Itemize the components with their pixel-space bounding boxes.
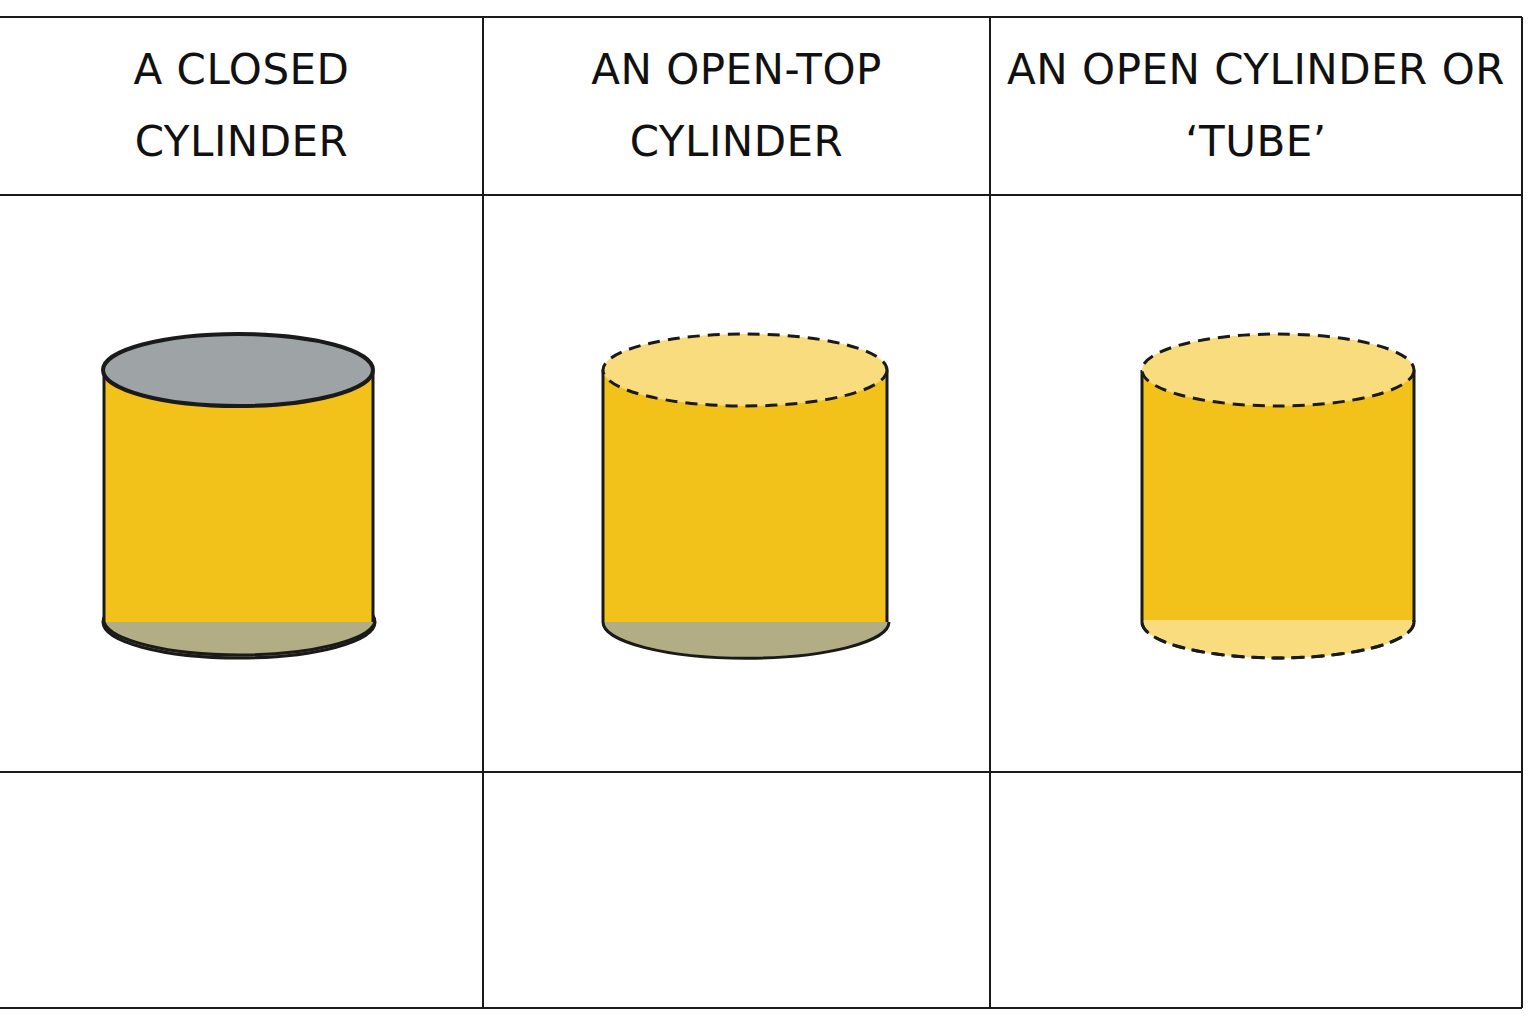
header-cell: AN OPEN-TOP CYLINDER — [483, 18, 990, 194]
column-heading: AN OPEN CYLINDER OR ‘TUBE’ — [1006, 34, 1506, 178]
open-tube-cylinder — [1142, 334, 1414, 658]
column-heading: A CLOSED CYLINDER — [97, 34, 387, 178]
closed-cylinder — [103, 334, 375, 658]
header-cell: AN OPEN CYLINDER OR ‘TUBE’ — [990, 18, 1522, 194]
column-heading: AN OPEN-TOP CYLINDER — [542, 34, 932, 178]
open-top-cylinder — [603, 334, 889, 658]
header-cell: A CLOSED CYLINDER — [0, 18, 483, 194]
table-grid — [0, 17, 1522, 1008]
